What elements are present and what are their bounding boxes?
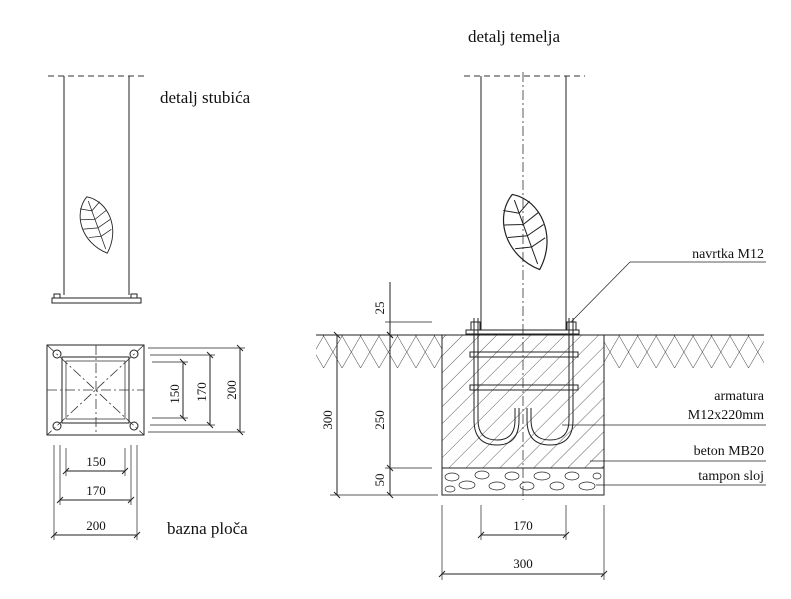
dim-200-h: 200 (86, 518, 106, 533)
rebar-label-1: armatura (714, 389, 765, 404)
rebar-label-2: M12x220mm (688, 408, 764, 423)
dim-170-h: 170 (86, 483, 106, 498)
post-elevation (48, 75, 145, 304)
dim-25: 25 (372, 302, 387, 315)
foundation-vertical-dimensions: 25 300 250 50 (320, 282, 438, 499)
gravel-label: tampon sloj (698, 469, 764, 484)
dim-150-v: 150 (167, 384, 182, 404)
base-plate-title: bazna ploča (167, 519, 248, 538)
base-plate-plan (46, 344, 145, 436)
bolt-icon (52, 349, 139, 431)
dim-170-v: 170 (194, 382, 209, 402)
anchor-bolts (469, 318, 579, 446)
plate-vertical-dimensions: 150 170 200 (148, 344, 245, 436)
concrete-label: beton MB20 (694, 444, 764, 459)
post-foundation-elevation (464, 72, 585, 500)
nut-label: navrtka M12 (692, 247, 764, 262)
dim-250: 250 (372, 410, 387, 430)
foundation-horizontal-dimensions: 170 300 (438, 505, 608, 580)
post-detail-title: detalj stubića (160, 88, 251, 107)
dim-50: 50 (372, 474, 387, 487)
dim-300-h: 300 (513, 556, 533, 571)
dim-150-h: 150 (86, 454, 106, 469)
leaf-icon (493, 187, 559, 277)
dim-200-v: 200 (224, 380, 239, 400)
dim-300-v: 300 (320, 410, 335, 430)
callouts: navrtka M12 armatura M12x220mm beton MB2… (562, 247, 766, 486)
leaf-icon (72, 191, 122, 259)
foundation-detail-title: detalj temelja (468, 27, 560, 46)
dim-170-foundation: 170 (513, 518, 533, 533)
plate-horizontal-dimensions: 150 170 200 (50, 445, 141, 540)
